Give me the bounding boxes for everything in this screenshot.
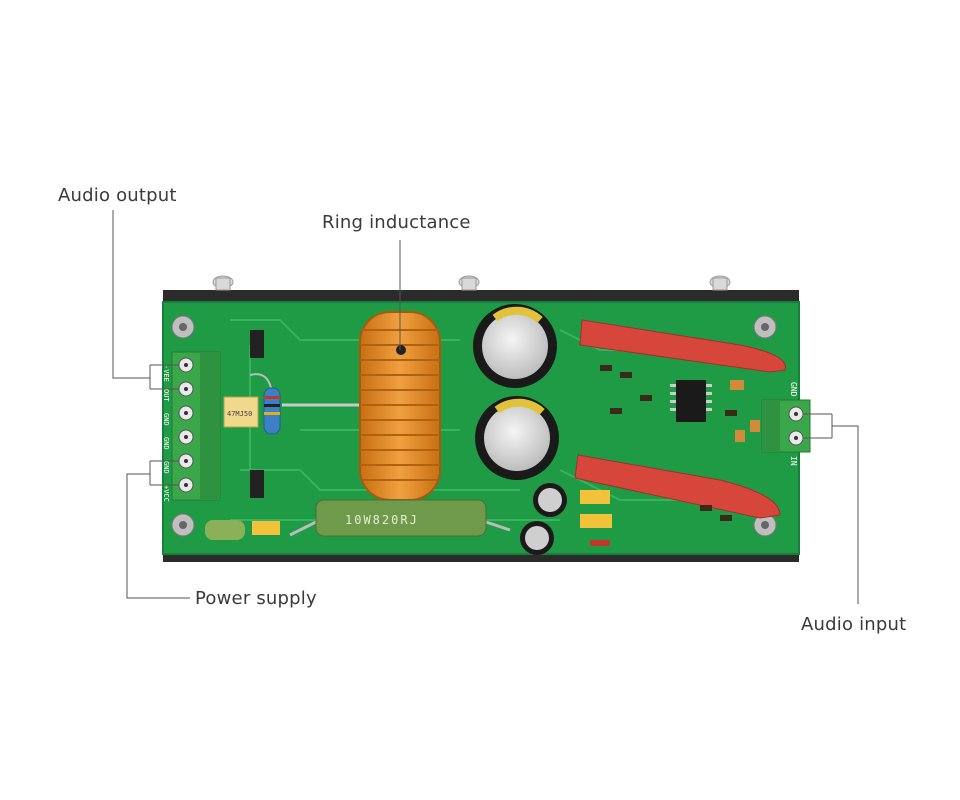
marking-out: OUT (162, 389, 170, 402)
left-terminal-block (171, 351, 221, 501)
marking-vee: -VEE (162, 365, 170, 382)
left-terminal-markings: -VEE OUT GND GND GND +VCC (162, 365, 170, 502)
right-terminal-markings: GND IN (789, 382, 798, 466)
heat-shrink-top (579, 319, 786, 373)
green-part (205, 520, 245, 540)
yellow-cap-1 (252, 521, 280, 535)
marking-47mj50: 47MJ50 (227, 410, 252, 418)
blue-resistor (249, 373, 281, 435)
ic-chip (670, 380, 712, 422)
right-terminal-block (761, 399, 811, 453)
marking-10w820rj: 10W820RJ (345, 513, 419, 527)
marking-gnd-3: GND (162, 461, 170, 474)
heatsink-screws (212, 275, 731, 291)
heat-shrink-bottom (574, 454, 781, 519)
small-capacitors (520, 483, 567, 555)
yellow-cap-3 (580, 514, 612, 528)
marking-gnd-1: GND (162, 413, 170, 426)
marking-vcc: +VCC (162, 485, 170, 502)
callout-power-supply: Power supply (195, 588, 317, 609)
marking-in: IN (789, 456, 798, 466)
marking-gnd-in: GND (789, 382, 798, 397)
mounting-holes (171, 315, 777, 537)
film-capacitor: 47MJ50 (223, 396, 259, 428)
yellow-cap-2 (580, 490, 610, 504)
callout-lines (112, 210, 859, 604)
smd-components (590, 365, 760, 546)
diode-top (250, 330, 264, 358)
electrolytic-capacitor-top (473, 304, 557, 388)
callout-audio-output: Audio output (58, 185, 177, 206)
diode-bottom (250, 470, 264, 498)
marking-gnd-2: GND (162, 437, 170, 450)
power-resistor: 10W820RJ (289, 499, 511, 537)
callout-ring-inductance: Ring inductance (322, 212, 471, 233)
electrolytic-capacitor-bottom (475, 396, 559, 480)
callout-audio-input: Audio input (801, 614, 907, 635)
